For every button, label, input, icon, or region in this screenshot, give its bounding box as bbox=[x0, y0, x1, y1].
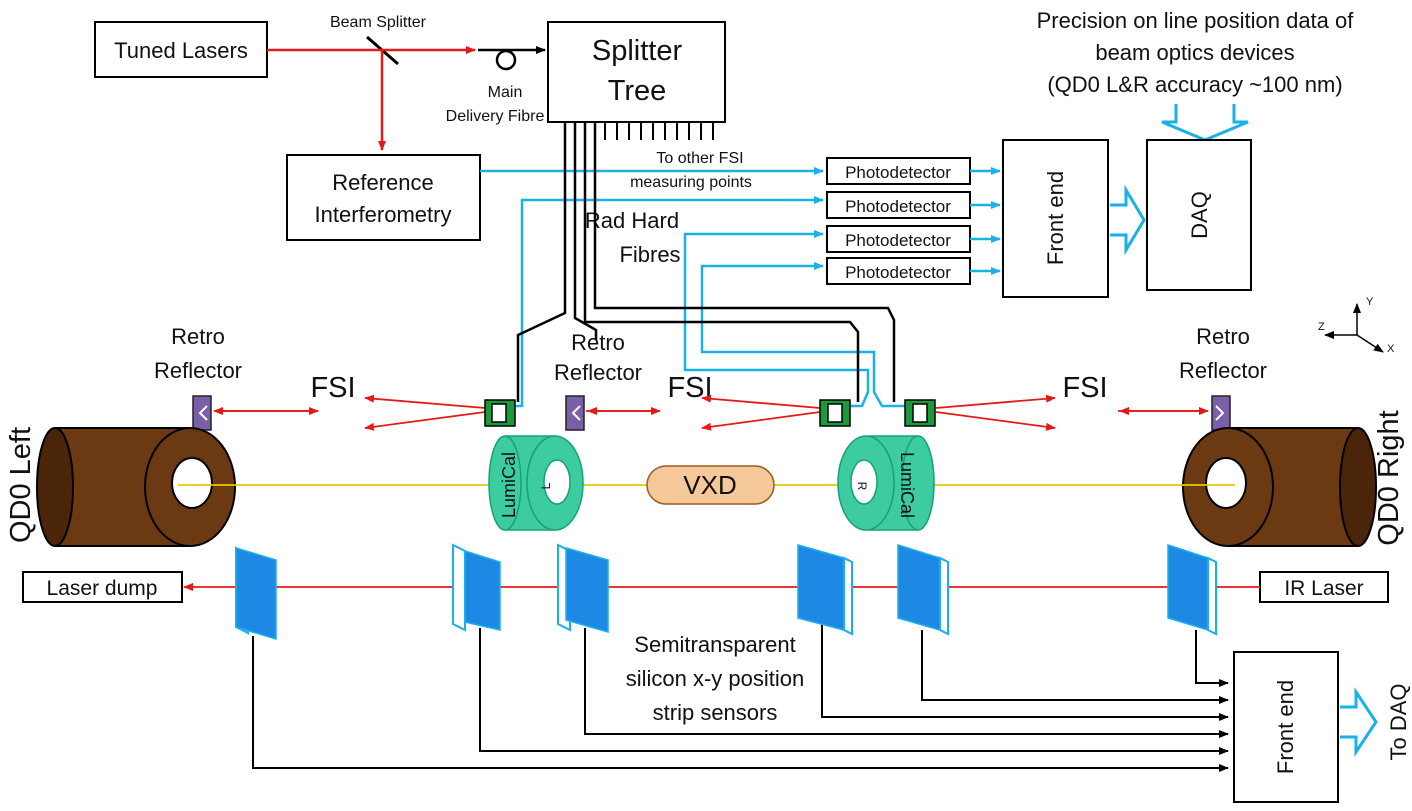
daq-box: DAQ bbox=[1146, 139, 1252, 291]
front-end-label-bottom: Front end bbox=[1273, 680, 1298, 774]
laser-dump-box: Laser dump bbox=[22, 571, 183, 603]
main-delivery-label-1: Main bbox=[488, 84, 523, 101]
axis-indicator bbox=[1324, 303, 1384, 353]
precision-label-1: Precision on line position data of bbox=[1037, 8, 1355, 33]
svg-text:Photodetector: Photodetector bbox=[845, 231, 951, 250]
retro-left-label-2: Reflector bbox=[154, 358, 242, 383]
rad-hard-label-2: Fibres bbox=[619, 242, 680, 267]
main-delivery-label-2: Delivery Fibre bbox=[446, 108, 545, 125]
fsi-head-center bbox=[819, 399, 851, 427]
to-other-fsi-label-2: measuring points bbox=[630, 174, 752, 191]
qd0-right-label: QD0 Right bbox=[1373, 410, 1405, 545]
splitter-fibre-stubs bbox=[604, 122, 714, 140]
to-other-fsi-label-1: To other FSI bbox=[656, 150, 743, 167]
qd0-left-label: QD0 Left bbox=[5, 427, 37, 543]
ir-laser-box: IR Laser bbox=[1259, 571, 1389, 603]
photodetector-1: Photodetector bbox=[826, 157, 971, 185]
splitter-tree-label-2: Tree bbox=[608, 75, 667, 107]
lumical-right-side-label: R bbox=[855, 482, 869, 491]
black-fibres bbox=[516, 122, 896, 402]
to-daq-arrow bbox=[1340, 687, 1378, 757]
ir-laser-label: IR Laser bbox=[1284, 577, 1363, 600]
front-end-box-bottom: Front end bbox=[1233, 651, 1339, 803]
qd0-left-magnet bbox=[36, 427, 236, 547]
semitransparent-label-1: Semitransparent bbox=[634, 632, 795, 657]
qd0-right-magnet bbox=[1182, 427, 1377, 547]
retro-right-label-1: Retro bbox=[1196, 324, 1250, 349]
svg-text:Photodetector: Photodetector bbox=[845, 197, 951, 216]
beam-splitter-label: Beam Splitter bbox=[330, 14, 427, 31]
fsi-right-label: FSI bbox=[1062, 372, 1107, 404]
lumical-right bbox=[837, 435, 935, 531]
retro-center-label-2: Reflector bbox=[554, 360, 642, 385]
semitransparent-label-2: silicon x-y position bbox=[626, 666, 805, 691]
reference-label-2: Interferometry bbox=[315, 202, 452, 227]
lumical-left-side-label: L bbox=[539, 482, 553, 489]
retro-reflector-center bbox=[565, 395, 585, 431]
axis-x-label: X bbox=[1387, 343, 1395, 355]
retro-center-label-1: Retro bbox=[571, 330, 625, 355]
precision-label-3: (QD0 L&R accuracy ~100 nm) bbox=[1047, 72, 1342, 97]
photodetector-2: Photodetector bbox=[826, 191, 971, 219]
sensor-6 bbox=[1167, 543, 1217, 636]
reference-label-1: Reference bbox=[332, 170, 434, 195]
photodetector-4: Photodetector bbox=[826, 257, 971, 285]
axis-y-label: Y bbox=[1366, 296, 1374, 308]
sensor-4 bbox=[797, 544, 853, 636]
sensor-5 bbox=[897, 543, 949, 636]
photodetector-3: Photodetector bbox=[826, 225, 971, 253]
front-end-to-daq-arrow bbox=[1110, 184, 1146, 256]
precision-label-2: beam optics devices bbox=[1095, 40, 1294, 65]
vxd: VXD bbox=[646, 465, 775, 505]
blue-fibres bbox=[480, 167, 906, 408]
retro-right-label-2: Reflector bbox=[1179, 358, 1267, 383]
daq-label: DAQ bbox=[1187, 191, 1212, 239]
reference-interferometry-box: Reference Interferometry bbox=[286, 154, 481, 241]
svg-text:Photodetector: Photodetector bbox=[845, 163, 951, 182]
front-end-label-top: Front end bbox=[1043, 171, 1068, 265]
rad-hard-label-1: Rad Hard bbox=[585, 208, 679, 233]
vxd-label: VXD bbox=[683, 470, 736, 500]
sensor-1 bbox=[235, 546, 277, 641]
retro-left-label-1: Retro bbox=[171, 324, 225, 349]
axis-z-label: Z bbox=[1318, 321, 1325, 333]
fsi-left-label: FSI bbox=[310, 372, 355, 404]
lumical-right-label: LumiCal bbox=[897, 452, 917, 518]
precision-input-arrow bbox=[1161, 104, 1249, 142]
laser-dump-label: Laser dump bbox=[47, 577, 158, 600]
tuned-lasers-box: Tuned Lasers bbox=[94, 21, 268, 78]
lumical-left-label: LumiCal bbox=[499, 452, 519, 518]
splitter-tree-box: Splitter Tree bbox=[547, 21, 726, 123]
to-daq-label: To DAQ bbox=[1386, 683, 1411, 760]
photodetector-output-arrows bbox=[970, 167, 1001, 275]
semitransparent-label-3: strip sensors bbox=[653, 700, 778, 725]
retro-reflector-right bbox=[1211, 395, 1231, 431]
sensor-3 bbox=[557, 543, 609, 633]
lumical-left bbox=[488, 435, 584, 531]
svg-text:Photodetector: Photodetector bbox=[845, 263, 951, 282]
front-end-box-top: Front end bbox=[1002, 139, 1109, 298]
retro-reflector-left bbox=[192, 395, 212, 431]
fsi-head-left bbox=[484, 399, 516, 427]
sensor-readout-cables bbox=[252, 625, 1229, 772]
splitter-tree-label-1: Splitter bbox=[592, 35, 683, 67]
main-delivery-fibre bbox=[478, 46, 546, 71]
sensor-2 bbox=[452, 543, 501, 632]
fsi-head-right bbox=[904, 399, 936, 427]
fsi-beams bbox=[213, 394, 1209, 431]
tuned-lasers-label: Tuned Lasers bbox=[114, 38, 248, 63]
